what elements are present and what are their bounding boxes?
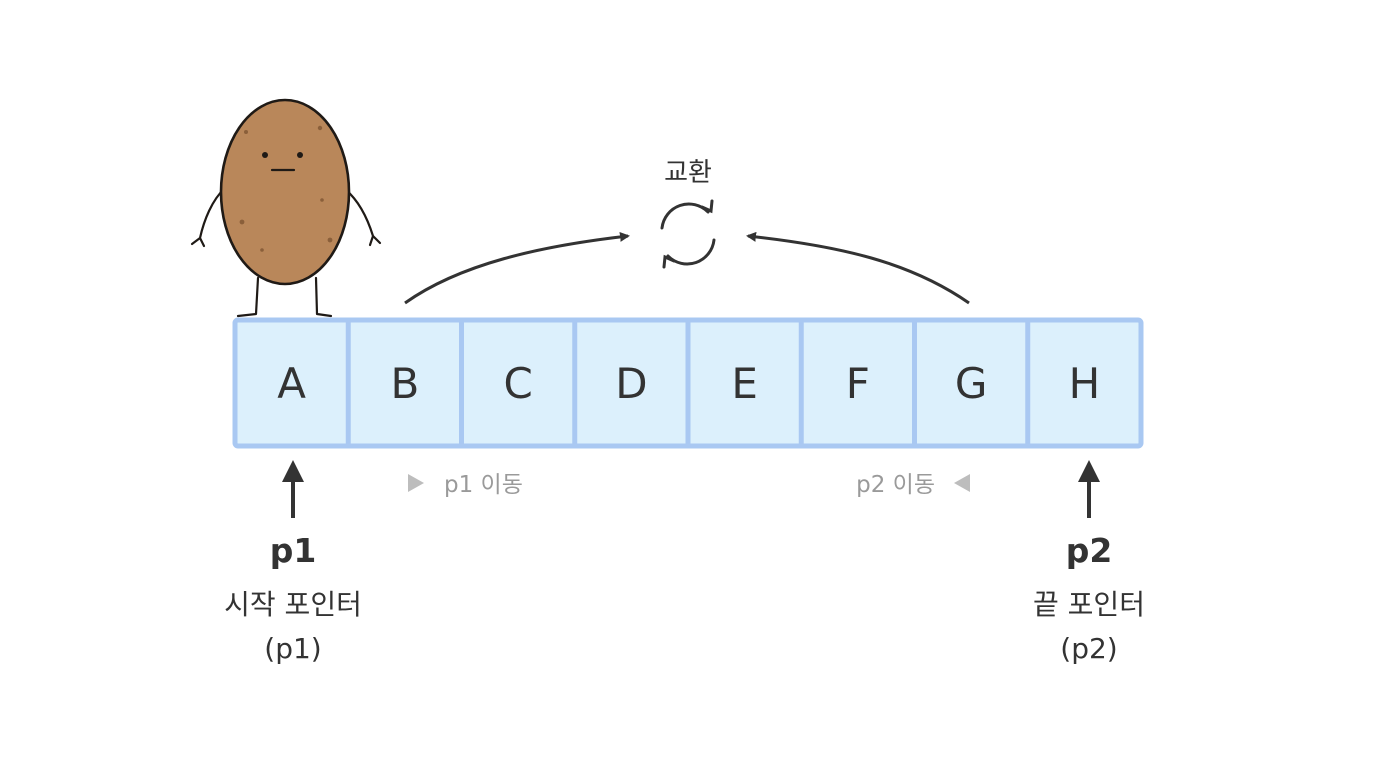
cell-letter: B [390, 359, 419, 408]
p2-description: 끝 포인터 [1033, 588, 1145, 621]
swap-cycle-icon [660, 199, 716, 269]
cell-letter: C [503, 359, 532, 408]
array-strip: A B C D E F G H [232, 317, 1144, 449]
cell-letter: G [955, 359, 988, 408]
cell-letter: F [846, 359, 870, 408]
arrow-up-icon [1078, 460, 1100, 518]
swap-label: 교환 [664, 158, 712, 188]
cell-letter: D [615, 359, 647, 408]
p1-paren: (p1) [264, 632, 321, 665]
potato-character [190, 98, 382, 318]
cell-letter: A [277, 359, 306, 408]
p1-move-label: p1 이동 [444, 472, 523, 498]
swap-arrow-right [746, 231, 970, 305]
p1-description: 시작 포인터 [224, 588, 362, 621]
array-cell-d: D [572, 320, 648, 446]
cell-letter: H [1069, 359, 1101, 408]
array-cell-f: F [798, 320, 870, 446]
arrow-right-icon [362, 474, 424, 492]
arrow-left-icon [954, 474, 1018, 492]
p2-paren: (p2) [1060, 632, 1117, 665]
arrow-up-icon [282, 460, 304, 518]
array-cell-c: C [459, 320, 533, 446]
cell-letter: E [731, 359, 758, 408]
p1-name: p1 [270, 531, 317, 570]
array-cell-e: E [685, 320, 758, 446]
array-cell-a: A [277, 359, 306, 408]
swap-arrow-left [404, 231, 630, 305]
p2-name: p2 [1066, 531, 1113, 570]
array-cell-b: B [345, 320, 419, 446]
array-cell-g: G [912, 320, 988, 446]
p2-move-label: p2 이동 [856, 472, 935, 498]
array-cell-h: H [1025, 320, 1101, 446]
